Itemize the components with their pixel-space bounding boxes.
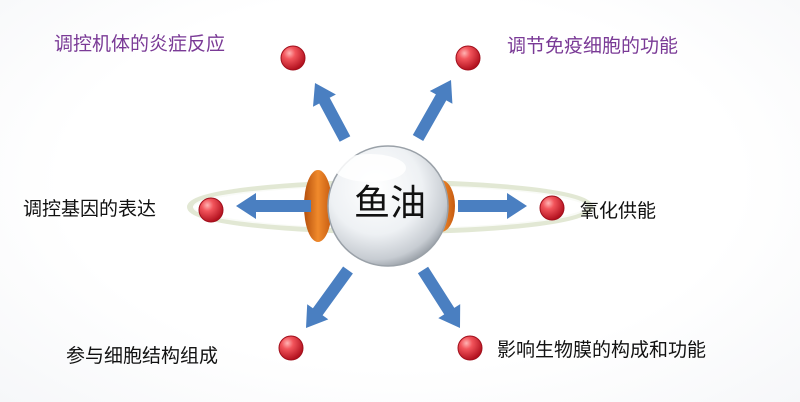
center-label: 鱼油 [353, 183, 426, 224]
node-label-top-left: 调控机体的炎症反应 [54, 33, 226, 55]
arrow-top-left [313, 83, 351, 142]
node-label-bottom-right: 影响生物膜的构成和功能 [497, 339, 707, 361]
node-label-mid-right: 氧化供能 [580, 200, 657, 222]
node-label-bottom-left: 参与细胞结构组成 [66, 345, 219, 367]
node-label-mid-left: 调控基因的表达 [23, 198, 157, 220]
arrow-bottom-left [306, 266, 353, 328]
node-label-top-right: 调节免疫细胞的功能 [507, 35, 679, 57]
node-dot-mid-right [539, 195, 565, 221]
sphere-highlight [334, 154, 406, 182]
node-dot-bottom-right [457, 335, 483, 361]
arrows-group [236, 80, 527, 328]
arrow-bottom-right [417, 266, 461, 328]
arrow-mid-right [458, 193, 527, 219]
node-dot-top-right [455, 45, 481, 71]
node-dot-bottom-left [278, 335, 304, 361]
arrow-top-right [412, 80, 453, 141]
arrow-mid-left [236, 193, 311, 219]
node-dots-group [198, 45, 565, 361]
node-dot-mid-left [198, 197, 224, 223]
node-dot-top-left [280, 45, 306, 71]
left-orange-lobe [304, 170, 332, 242]
